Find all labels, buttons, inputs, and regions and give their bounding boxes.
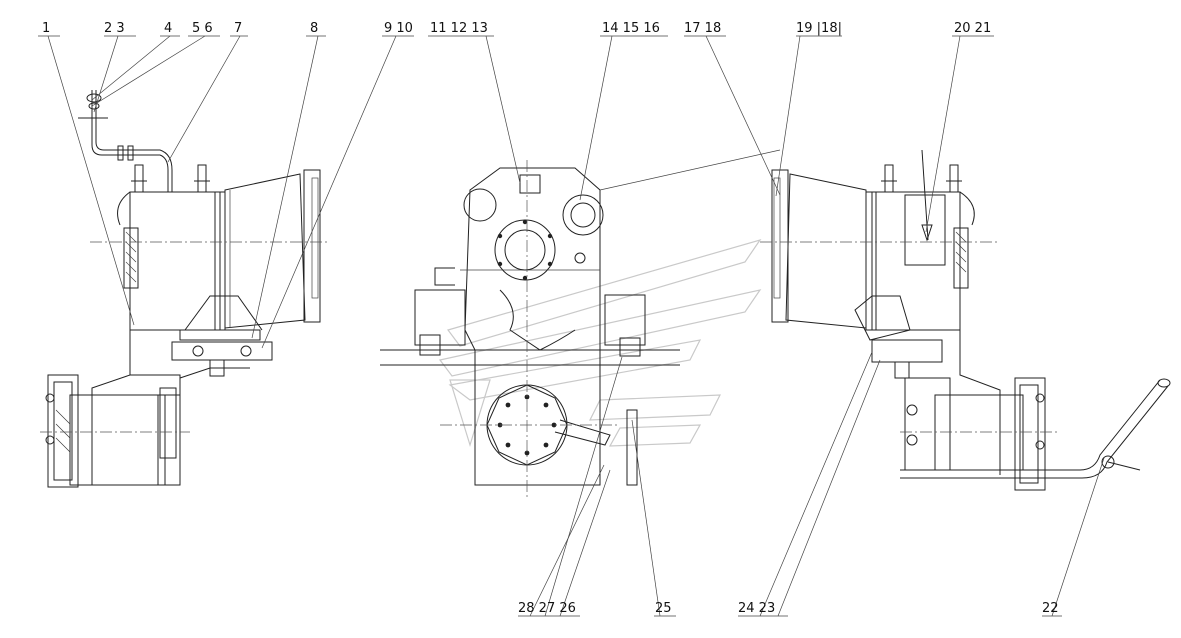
callout-8: 8 <box>310 21 318 36</box>
callout-20-21: 20 21 <box>954 21 991 36</box>
callout-4: 4 <box>164 21 172 36</box>
watermark-logo <box>438 238 762 448</box>
callout-24-23: 24 23 <box>738 601 775 616</box>
callout-14-15-16: 14 15 16 <box>602 21 660 36</box>
callout-28-27-26: 28 27 26 <box>518 601 576 616</box>
callout-22: 22 <box>1042 601 1059 616</box>
callout-labels: 1 2 3 4 5 6 7 8 9 10 11 12 13 14 15 16 1… <box>42 21 1059 616</box>
left-side-view <box>40 90 330 488</box>
callout-7: 7 <box>234 21 242 36</box>
callout-11-12-13: 11 12 13 <box>430 21 488 36</box>
callout-9-10: 9 10 <box>384 21 413 36</box>
leader-lines <box>38 35 1105 617</box>
callout-25: 25 <box>655 601 672 616</box>
callout-5-6: 5 6 <box>192 21 213 36</box>
callout-19-18: 19 |18| <box>796 21 842 36</box>
center-front-view <box>380 160 680 500</box>
callout-17-18: 17 18 <box>684 21 721 36</box>
callout-1: 1 <box>42 21 50 36</box>
right-side-view <box>760 149 1171 491</box>
callout-2-3: 2 3 <box>104 21 125 36</box>
